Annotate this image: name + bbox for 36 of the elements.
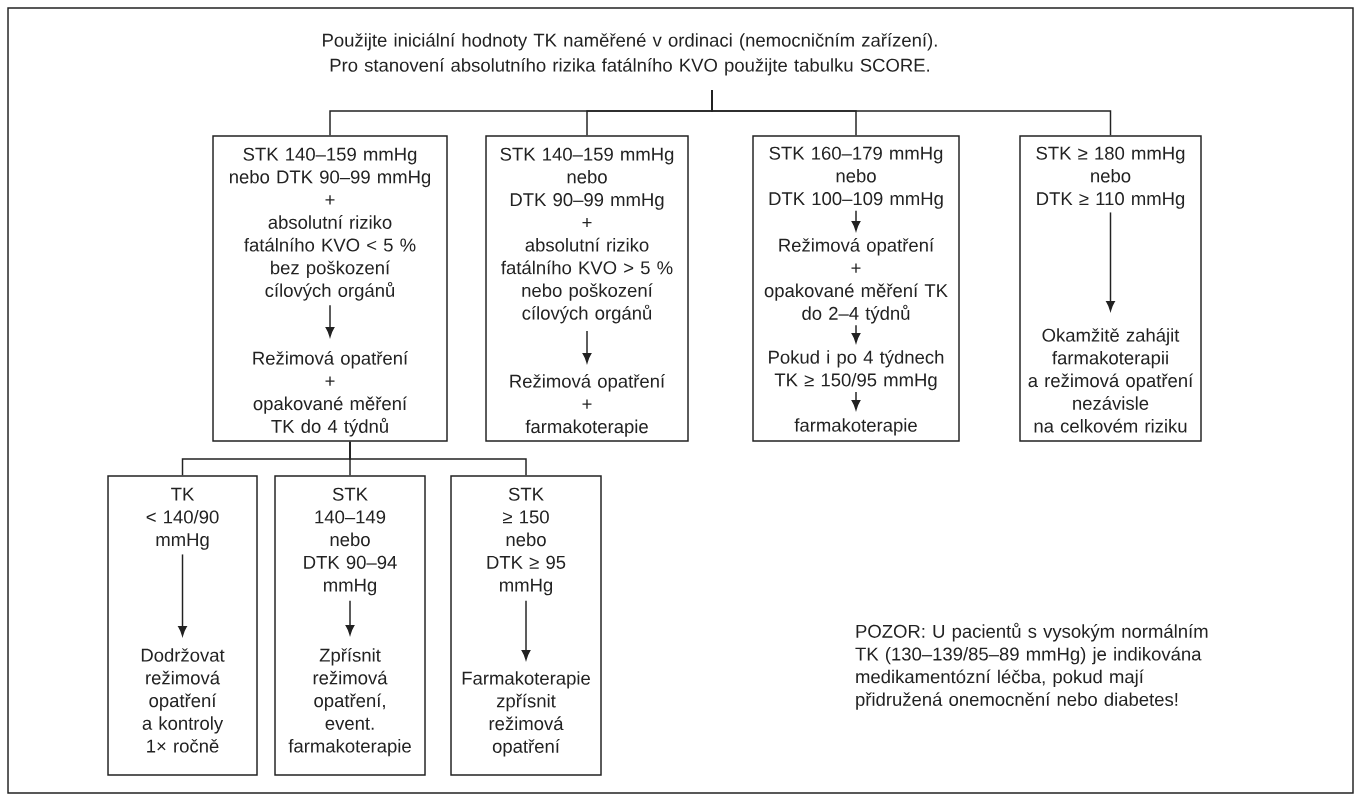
arrow: [582, 330, 592, 363]
step-text: Okamžitě zahájit farmakoterapii a režimová opatření nezávisle na celkovém riziku: [1028, 327, 1194, 433]
step-text: Pokud i po 4 týdnech TK ≥ 150/95 mmHg: [769, 349, 944, 391]
step-text: Zpřísnit režimová opatření, event. farmakoterapie: [288, 647, 411, 757]
step-text: Režimová opatření + opakované měření TK do 4 týdnů: [253, 350, 409, 437]
arrow: [851, 324, 861, 343]
step-text: TK < 140/90 mmHg: [146, 487, 219, 550]
arrow: [178, 553, 187, 636]
step-text: STK 140–149 nebo DTK 90–94 mmHg: [304, 487, 397, 596]
arrow: [325, 304, 335, 337]
step-text: STK ≥ 180 mmHg nebo DTK ≥ 110 mmHg: [1036, 146, 1185, 209]
arrow: [851, 391, 861, 410]
step-text: STK ≥ 150 nebo DTK ≥ 95 mmHg: [487, 487, 566, 596]
process-box: [1019, 135, 1202, 442]
step-text: Režimová opatření + opakované měření TK do 2–4 týdnů: [764, 237, 948, 324]
process-box: [752, 135, 960, 442]
arrow: [851, 209, 861, 231]
step-text: farmakoterapie: [794, 418, 917, 436]
arrow: [1106, 211, 1115, 311]
heading-text: Použijte iniciální hodnoty TK naměřené v ordinaci (nemocničním zařízení). Pro stanovení absolutního rizika fatálního KVO použijte tabulku SCORE.: [323, 32, 937, 76]
step-text: Farmakoterapie zpřísnit režimová opatření: [462, 671, 590, 757]
arrow: [521, 600, 531, 660]
step-text: STK 160–179 mmHg nebo DTK 100–109 mmHg: [769, 146, 943, 209]
connector-line: [349, 441, 527, 476]
note-text: POZOR: U pacientů s vysokým normálním TK (130–139/85–89 mmHg) je indikována medikamentózní léčba, pokud mají přidružená onemocnění nebo diabetes!: [855, 622, 1208, 710]
process-box: [212, 135, 448, 442]
step-text: STK 140–159 mmHg nebo DTK 90–99 mmHg + absolutní riziko fatálního KVO > 5 % nebo poškození cílových orgánů: [500, 147, 674, 324]
connector-line: [711, 89, 1112, 136]
step-text: Dodržovat režimová opatření a kontroly 1× ročně: [141, 648, 225, 753]
step-text: STK 140–159 mmHg nebo DTK 90–99 mmHg + absolutní riziko fatálního KVO < 5 % bez poškození cílových orgánů: [229, 147, 431, 301]
step-text: Režimová opatření + farmakoterapie: [510, 373, 665, 437]
process-box: [485, 135, 689, 442]
arrow: [345, 600, 355, 635]
process-box: [107, 475, 258, 776]
process-box: [450, 475, 602, 776]
process-box: [274, 475, 426, 776]
